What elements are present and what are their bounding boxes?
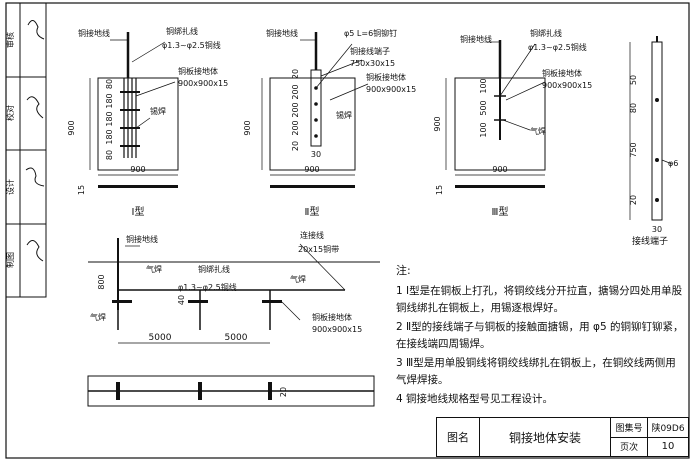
terminal-dim-width: 30 (652, 225, 662, 234)
type1-dim-v: 180 (105, 93, 114, 108)
type2-dim-bottom: 900 (304, 165, 319, 174)
type2-dim-side: 900 (243, 120, 252, 135)
install-weld: 气焊 (90, 312, 106, 322)
type3-dim-v: 500 (479, 100, 488, 115)
side-label-draw: 制图 (5, 252, 15, 268)
type1-dim-v: 180 (105, 129, 114, 144)
type1-plate-label: 铜板接地体 (178, 66, 218, 76)
install-depth: 800 (97, 274, 106, 289)
type1-ground-wire-label: 铜接地线 (78, 28, 110, 38)
page-value: 10 (647, 436, 689, 457)
signature (27, 20, 45, 40)
install-tie-wire-label: 铜绑扎线 (198, 264, 230, 274)
type1-dim-v: 180 (105, 111, 114, 126)
terminal-hole: φ6 (668, 159, 678, 168)
type2-plate-size: 900x900x15 (366, 85, 416, 94)
signature (26, 96, 44, 119)
terminal-caption: 接线端子 (632, 235, 668, 247)
type1-drawing: 铜接地线 铜绑扎线 φ1.3~φ2.5铜线 铜板接地体 900x900x15 锡… (67, 26, 228, 218)
type1-dim-v: 80 (105, 150, 114, 160)
type1-dim-thickness: 15 (77, 185, 86, 195)
side-label-review: 审核 (5, 32, 15, 48)
note-item: 2 Ⅱ型的接线端子与铜板的接触面搪锡，用 φ5 的铜铆钉铆紧，在接线端四周锡焊。 (396, 321, 684, 350)
type3-dim-side: 900 (433, 116, 442, 131)
type2-weld-label: 锡焊 (336, 110, 352, 120)
type2-plate-label: 铜板接地体 (366, 72, 406, 82)
type2-dim-v: 20 (291, 141, 300, 151)
install-plate-size: 900x900x15 (312, 325, 362, 334)
type1-caption: Ⅰ型 (132, 205, 145, 218)
page-label: 页次 (610, 436, 648, 457)
type3-tie-wire-label: 铜绑扎线 (530, 28, 562, 38)
install-span: 5000 (225, 333, 248, 343)
install-span: 5000 (149, 333, 172, 343)
atlas-value: 陕09D6 (647, 417, 689, 438)
type1-weld-label: 锡焊 (150, 106, 166, 116)
type3-plate-label: 铜板接地体 (542, 68, 582, 78)
install-dim-40: 40 (177, 295, 186, 305)
type1-tie-wire-label: 铜绑扎线 (166, 26, 198, 36)
type2-ground-wire-label: 铜接地线 (266, 28, 298, 38)
type2-dim-v: 200 (291, 84, 300, 99)
terminal-dim: 20 (629, 195, 638, 205)
type2-rivet-label: φ5 L=6铜铆钉 (344, 28, 397, 38)
install-dim-20: 20 (279, 387, 288, 397)
install-section: 铜接地线 连接线 20x15铜带 气焊 气焊 气焊 铜绑扎线 φ1.3~φ2.5… (87, 230, 380, 407)
note-item: 4 铜接地线规格型号见工程设计。 (396, 393, 554, 405)
signature (26, 240, 44, 262)
type1-plate-size: 900x900x15 (178, 79, 228, 88)
install-weld: 气焊 (146, 264, 162, 274)
install-plate-label: 铜板接地体 (312, 312, 352, 322)
install-weld: 气焊 (290, 274, 306, 284)
type2-dim-width: 30 (311, 150, 321, 159)
title-label: 图名 (436, 417, 480, 457)
note-item: 3 Ⅲ型是用单股铜线将铜绞线绑扎在铜板上，在铜绞线两侧用气焊焊接。 (396, 357, 676, 386)
type1-dim-v: 80 (105, 79, 114, 89)
type2-terminal-size: 750x30x15 (350, 59, 395, 68)
atlas-label: 图集号 (610, 417, 648, 438)
terminal-detail: 50 80 750 20 30 φ6 接线端子 (629, 36, 678, 247)
type3-plate-size: 900x900x15 (542, 81, 592, 90)
type3-dim-bottom: 900 (492, 165, 507, 174)
type3-caption: Ⅲ型 (492, 205, 509, 218)
notes-title: 注: (396, 264, 411, 277)
note-item: 1 Ⅰ型是在铜板上打孔，将铜绞线分开拉直，搪锡分四处用单股铜线绑扎在铜板上，用锡… (396, 285, 683, 314)
type3-dim-v: 100 (479, 122, 488, 137)
type2-terminal-label: 铜接线端子 (350, 46, 390, 56)
type3-ground-wire-label: 铜接地线 (460, 34, 492, 44)
install-ground-wire-label: 铜接地线 (126, 234, 158, 244)
type3-tie-wire-spec: φ1.3~φ2.5铜线 (528, 42, 587, 52)
notes-block: 注: 1 Ⅰ型是在铜板上打孔，将铜绞线分开拉直，搪锡分四处用单股铜线绑扎在铜板上… (396, 262, 686, 410)
drawing-title: 铜接地体安装 (479, 417, 611, 457)
terminal-dim: 50 (629, 75, 638, 85)
install-connect-wire: 连接线 (300, 230, 324, 240)
type1-dim-bottom: 900 (130, 165, 145, 174)
side-label-check: 校对 (5, 105, 15, 121)
type3-dim-thickness: 15 (435, 185, 444, 195)
install-tie-wire-spec: φ1.3~φ2.5铜线 (178, 282, 237, 292)
install-connect-spec: 20x15铜带 (298, 244, 339, 254)
sign-strip: 审核 校对 设计 制图 (5, 2, 47, 298)
type3-weld-label: 气焊 (530, 126, 546, 136)
title-block: 图名 铜接地体安装 图集号 陕09D6 页次 10 (436, 417, 689, 457)
terminal-dim: 750 (629, 142, 638, 157)
type3-drawing: 铜接地线 铜绑扎线 φ1.3~φ2.5铜线 铜板接地体 900x900x15 气… (433, 28, 592, 218)
side-label-design: 设计 (5, 179, 15, 195)
type2-drawing: 铜接地线 φ5 L=6铜铆钉 铜接线端子 750x30x15 铜板接地体 900… (243, 28, 416, 218)
type2-caption: Ⅱ型 (305, 205, 320, 218)
type2-dim-v: 200 (291, 120, 300, 135)
type1-tie-wire-spec: φ1.3~φ2.5铜线 (162, 40, 221, 50)
type3-dim-v: 100 (479, 78, 488, 93)
terminal-dim: 80 (629, 103, 638, 113)
signature (25, 167, 45, 187)
type1-dim-side: 900 (67, 120, 76, 135)
type2-dim-v: 200 (291, 102, 300, 117)
type2-dim-v: 20 (291, 69, 300, 79)
